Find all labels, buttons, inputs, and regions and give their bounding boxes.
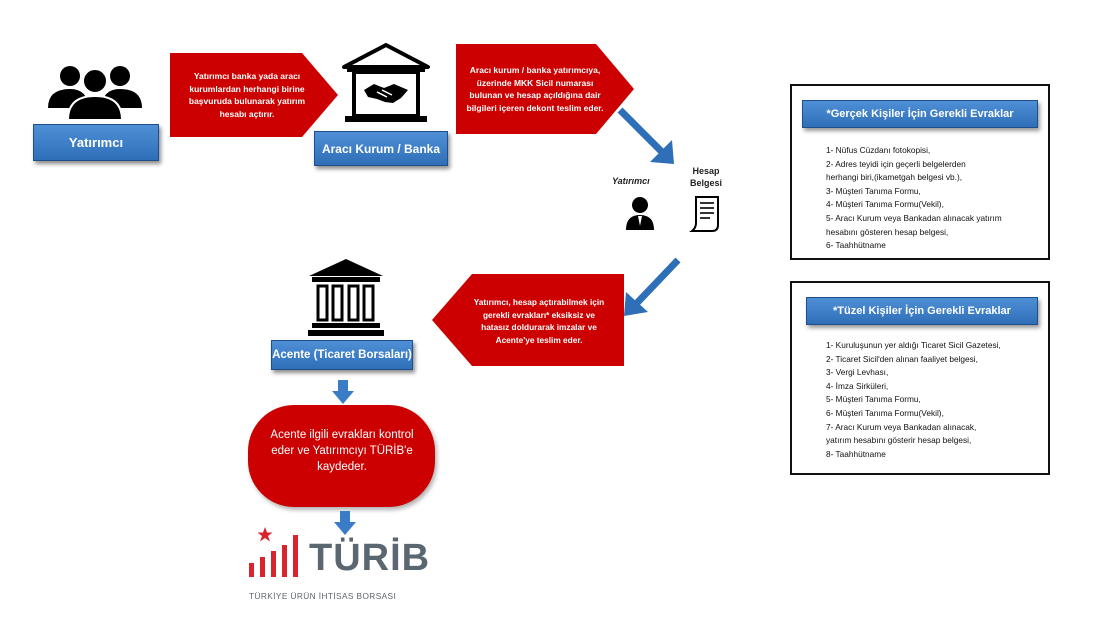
document-icon	[688, 195, 722, 233]
list-item: 5- Aracı Kurum veya Bankadan alınacak ya…	[826, 212, 1002, 223]
step2-arrow	[456, 44, 634, 134]
list-item: 5- Müşteri Tanıma Formu,	[826, 394, 921, 405]
list-item: 6- Taahhütname	[826, 240, 886, 251]
down-arrow-2	[334, 511, 356, 535]
individual-docs-list: 1- Nüfus Cüzdanı fotokopisi, 2- Adres te…	[826, 144, 1002, 253]
account-document-label: Hesap Belgesi	[689, 166, 722, 188]
list-item: 7- Aracı Kurum veya Bankadan alınacak,	[826, 421, 977, 432]
list-item: 6- Müşteri Tanıma Formu(Vekil),	[826, 407, 944, 418]
investor-node: Yatırımcı	[33, 124, 159, 161]
logo-wordmark: TÜRİB	[309, 537, 431, 579]
turib-logo: TÜRİB TÜRKİYE ÜRÜN İHTİSAS BORSASI	[245, 525, 440, 610]
investor-group-icon	[44, 62, 146, 121]
corporate-docs-list: 1- Kuruluşunun yer aldığı Ticaret Sicil …	[826, 339, 1001, 461]
list-item: 2- Ticaret Sicil'den alınan faaliyet bel…	[826, 353, 978, 364]
list-item: 2- Adres teyidi için geçerli belgelerden	[826, 158, 966, 169]
bank-building-icon	[341, 42, 431, 128]
list-item: 1- Nüfus Cüzdanı fotokopisi,	[826, 145, 931, 155]
list-item: yatırım hesabını gösterir hesap belgesi,	[826, 435, 972, 446]
individual-docs-panel: *Gerçek Kişiler İçin Gerekli Evraklar 1-…	[790, 84, 1050, 260]
agency-node: Acente (Ticaret Borsaları)	[271, 340, 413, 370]
corporate-docs-panel: *Tüzel Kişiler İçin Gerekli Evraklar 1- …	[790, 281, 1050, 475]
step3-arrow	[432, 274, 624, 366]
step1-arrow	[170, 53, 338, 137]
individual-docs-title: *Gerçek Kişiler İçin Gerekli Evraklar	[802, 100, 1038, 128]
bank-node: Aracı Kurum / Banka	[314, 131, 448, 166]
logo-subtitle: TÜRKİYE ÜRÜN İHTİSAS BORSASI	[249, 591, 397, 601]
diagonal-arrow-down-left	[624, 257, 681, 316]
step4-box	[248, 405, 435, 507]
investor-small-label: Yatırımcı	[612, 176, 650, 186]
diagonal-arrow-down-right	[617, 107, 674, 164]
corporate-docs-title: *Tüzel Kişiler İçin Gerekli Evraklar	[806, 297, 1038, 325]
list-item: 8- Taahhütname	[826, 448, 886, 459]
list-item: 1- Kuruluşunun yer aldığı Ticaret Sicil …	[826, 340, 1001, 350]
list-item: hesabını gösteren hesap belgesi,	[826, 226, 949, 237]
step4-text: Acente ilgili evrakları kontrol eder ve …	[270, 429, 414, 473]
list-item: 3- Müşteri Tanıma Formu,	[826, 185, 921, 196]
step2-text: Aracı kurum / banka yatırımcıya, üzerind…	[466, 65, 604, 113]
logo-bars-icon	[249, 527, 298, 577]
list-item: 4- Müşteri Tanıma Formu(Vekil),	[826, 199, 944, 210]
step3-text: Yatırımcı, hesap açtırabilmek için gerek…	[473, 297, 605, 345]
list-item: 4- İmza Sirküleri,	[826, 380, 889, 391]
step1-text: Yatırımcı banka yada aracı kurumlardan h…	[188, 71, 306, 119]
list-item: herhangi biri,(ikametgah belgesi vb.),	[826, 172, 963, 183]
list-item: 3- Vergi Levhası,	[826, 367, 889, 378]
down-arrow-1	[332, 380, 354, 404]
agency-building-icon	[306, 256, 386, 338]
person-icon	[625, 196, 655, 230]
